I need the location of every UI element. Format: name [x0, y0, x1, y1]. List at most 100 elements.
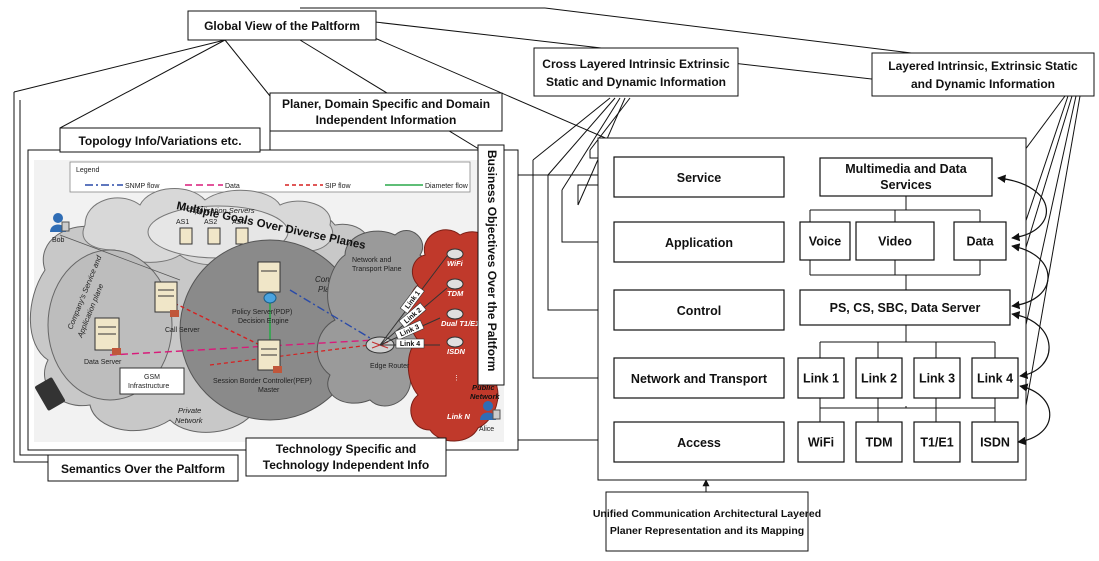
svg-text:Technology Specific and: Technology Specific and: [276, 442, 416, 456]
callout-business: Business Objectives Over the Paltform: [477, 144, 505, 386]
tree-connectors: [809, 196, 996, 422]
access-net-label-0: WiFi: [447, 259, 464, 268]
svg-text:Unified Communication Architec: Unified Communication Architectural Laye…: [593, 508, 821, 520]
call-server-label: Call Server: [165, 327, 200, 334]
svg-text:Layered Intrinsic, Extrinsic S: Layered Intrinsic, Extrinsic Static: [888, 59, 1078, 73]
session-border-controller: Session Border Controller(PEP) Master: [213, 339, 312, 394]
app-server-icon-0: [179, 227, 193, 245]
services-l5-3-box: [971, 421, 1019, 463]
policy-server-label-1: Policy Server(PDP): [232, 309, 292, 316]
app-server-label-2: ASn: [232, 219, 245, 226]
callout-layered: Layered Intrinsic, Extrinsic Static and …: [871, 52, 1095, 97]
services-l5-0-label: WiFi: [808, 436, 834, 450]
data-server-label: Data Server: [84, 359, 122, 366]
services-l4-3-label: Link 4: [977, 372, 1013, 386]
callout-unified: Unified Communication Architectural Laye…: [593, 479, 821, 552]
link-tag-3: [395, 338, 425, 349]
services-l2-0-label: Voice: [809, 235, 841, 249]
services-l5-1-label: TDM: [865, 436, 892, 450]
layer-box-4: [613, 421, 785, 463]
link-tag-2: [394, 319, 425, 341]
services-l5-2-box: [913, 421, 961, 463]
access-net-label-3: ISDN: [447, 347, 466, 356]
services-l5-0-box: [797, 421, 845, 463]
transport-plane-label-2: Transport Plane: [352, 266, 402, 273]
callout-semantics: Semantics Over the Paltform: [47, 454, 239, 482]
legend: Legend SNMP flow Data SIP flow Diameter flo…: [69, 161, 471, 193]
services-l4-0-label: Link 1: [803, 372, 839, 386]
app-server-label-0: AS1: [176, 219, 189, 226]
legend-label-0: SNMP flow: [125, 183, 160, 190]
layer-label-1: Application: [665, 236, 733, 250]
callout-topology: Topology Info/Variations etc.: [59, 127, 261, 153]
svg-text:Global View of the Paltform: Global View of the Paltform: [204, 19, 360, 33]
services-l5-2-label: T1/E1: [920, 436, 953, 450]
link-label-3: Link 4: [400, 341, 420, 348]
services-l2-1-box: [855, 221, 935, 261]
layer-box-2: [613, 289, 785, 331]
app-server-icon-1: [207, 227, 221, 245]
callout-technology: Technology Specific and Technology Indep…: [245, 437, 447, 477]
control-plane-label-1: Control: [315, 275, 341, 284]
services-l5-1-box: [855, 421, 903, 463]
svg-text:Business Objectives Over the P: Business Objectives Over the Paltform: [485, 150, 499, 371]
layer-box-0: [613, 156, 785, 198]
layer-label-3: Network and Transport: [631, 372, 768, 386]
app-server-label-1: AS2: [204, 219, 217, 226]
services-l2-1-label: Video: [878, 235, 912, 249]
services-root-box: [819, 157, 993, 197]
bob-label: Bob: [52, 237, 65, 244]
edge-router-label: Edge Router: [370, 363, 410, 370]
alice-label: Alice: [479, 426, 494, 433]
access-router-icon-2: [446, 308, 464, 320]
sip-flow-line: [167, 299, 271, 351]
app-server-icon-2: [235, 227, 249, 245]
services-l4-0-box: [797, 357, 845, 399]
svg-text:Topology Info/Variations etc.: Topology Info/Variations etc.: [78, 134, 241, 148]
services-root-label-0: Multimedia and Data: [845, 162, 968, 176]
call-server: Call Server: [154, 281, 200, 334]
sbc-label-1: Session Border Controller(PEP): [213, 378, 312, 385]
svg-text:Planer Representation and its: Planer Representation and its Mapping: [610, 525, 804, 537]
policy-server: Policy Server(PDP) Decision Engine: [232, 261, 292, 325]
legend-label-3: Diameter flow: [425, 183, 469, 190]
legend-title: Legend: [76, 167, 99, 174]
access-ellipsis-icon: ⋮: [453, 375, 460, 382]
access-router-icon-3: [446, 336, 464, 348]
svg-text:Static and Dynamic Information: Static and Dynamic Information: [546, 75, 726, 89]
private-network-label-2: Network: [175, 416, 204, 425]
link-tag-1: [398, 302, 427, 329]
layer-label-2: Control: [677, 304, 721, 318]
access-net-label-1: TDM: [447, 289, 464, 298]
services-l3-box: [799, 289, 1011, 326]
mapping-curved-arrows: [997, 174, 1051, 446]
public-network-label-2: Network: [470, 392, 500, 401]
access-net-label-2: Dual T1/E1: [441, 319, 479, 328]
svg-text:Technology Independent Info: Technology Independent Info: [263, 458, 429, 472]
gsm-label-2: Infrastructure: [128, 383, 169, 390]
data-flow-line: [109, 339, 376, 356]
legend-label-2: SIP flow: [325, 183, 351, 190]
app-servers-title: Application Servers: [189, 206, 255, 215]
layer-box-3: [613, 357, 785, 399]
gsm-box: [119, 367, 185, 395]
svg-text:Planer, Domain Specific and Do: Planer, Domain Specific and Domain: [282, 97, 490, 111]
services-l4-1-box: [855, 357, 903, 399]
services-l2-0-box: [799, 221, 851, 261]
data-server: Data Server: [84, 317, 122, 366]
callout-planer: Planer, Domain Specific and Domain Indep…: [269, 92, 503, 132]
services-l3-label: PS, CS, SBC, Data Server: [830, 301, 981, 315]
legend-label-1: Data: [225, 183, 240, 190]
services-l4-2-label: Link 3: [919, 372, 955, 386]
services-l5-3-label: ISDN: [980, 436, 1010, 450]
sbc-label-2: Master: [258, 387, 280, 394]
transport-plane-label-1: Network and: [352, 257, 391, 264]
layer-label-4: Access: [677, 436, 721, 450]
private-network-label-1: Private: [178, 406, 201, 415]
access-router-icon-1: [446, 278, 464, 290]
layer-label-0: Service: [677, 171, 722, 185]
svg-text:and Dynamic Information: and Dynamic Information: [911, 77, 1055, 91]
